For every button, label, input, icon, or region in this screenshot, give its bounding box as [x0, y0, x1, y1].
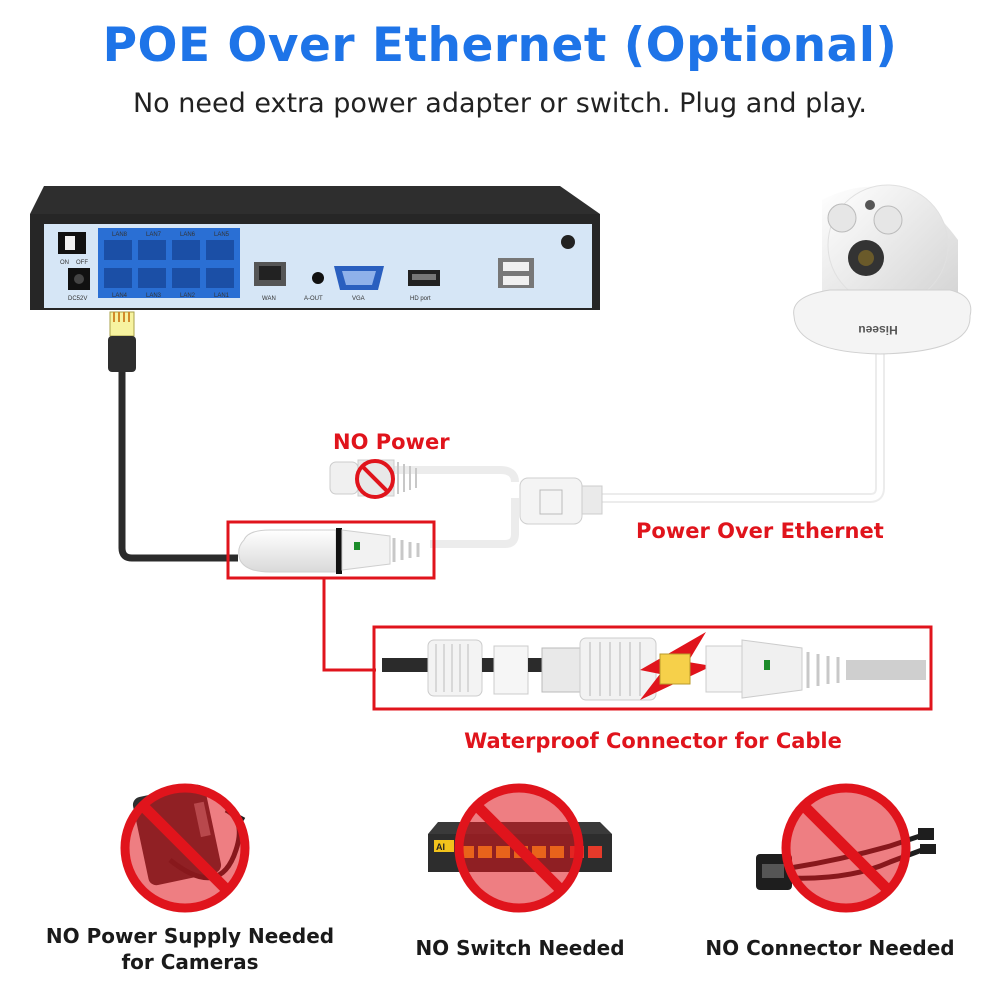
lan1-label: LAN1 — [214, 293, 230, 299]
ground-screw — [561, 235, 575, 249]
audio-out-jack — [312, 272, 324, 284]
camera-brand: Hiseeu — [858, 323, 897, 337]
hdmi-label: HD port — [410, 296, 431, 302]
pigtail-splitter — [519, 477, 603, 525]
dc-label: DC52V — [68, 296, 87, 302]
prohibited-icon — [139, 802, 231, 894]
no-power-label: NO Power — [333, 430, 450, 454]
on-label: ON — [60, 260, 69, 266]
bottom-item-power-supply: NO Power Supply Needed for Cameras — [10, 923, 370, 975]
prohibited-icon — [473, 802, 565, 894]
poe-switch-crossed: AI — [428, 783, 612, 913]
lan3-label: LAN3 — [146, 293, 162, 299]
prohibited-icon — [800, 802, 892, 894]
pigtail-cable — [600, 344, 885, 503]
lan2-label: LAN2 — [180, 293, 196, 299]
ir-led — [827, 203, 857, 233]
dc-power-connector — [329, 459, 417, 497]
bottom-item-switch: NO Switch Needed — [370, 935, 670, 961]
waterproof-highlight-box — [372, 625, 933, 711]
wan-label: WAN — [262, 296, 276, 302]
lan6-label: LAN6 — [180, 232, 196, 238]
lan4-label: LAN4 — [112, 293, 128, 299]
nvr-recorder: ON OFF DC52V LAN8 LAN7 LAN6 LAN5 LAN4 LA… — [30, 186, 600, 310]
lan7-label: LAN7 — [146, 232, 162, 238]
waterproof-label: Waterproof Connector for Cable — [464, 729, 842, 753]
bottom-item-line2: for Cameras — [121, 950, 259, 974]
page-title: POE Over Ethernet (Optional) — [102, 18, 898, 73]
dome-camera: Hiseeu — [793, 184, 972, 355]
lan5-label: LAN5 — [214, 232, 230, 238]
page-subtitle: No need extra power adapter or switch. P… — [132, 88, 868, 119]
bottom-item-line1: NO Switch Needed — [415, 936, 625, 960]
poe-injector-plug — [238, 528, 420, 574]
injector-highlight-box — [226, 520, 436, 580]
power-adapter-crossed — [120, 783, 250, 913]
bottom-item-line1: NO Power Supply Needed — [45, 924, 335, 948]
poe-splitter-crossed — [756, 783, 936, 913]
vga-label: VGA — [352, 296, 365, 302]
lan8-label: LAN8 — [112, 232, 128, 238]
audio-label: A-OUT — [304, 296, 323, 302]
poe-label: Power Over Ethernet — [636, 519, 884, 543]
ethernet-cable — [108, 311, 238, 562]
bottom-item-connector: NO Connector Needed — [680, 935, 980, 961]
waterproof-connector — [382, 632, 926, 701]
bottom-item-line1: NO Connector Needed — [705, 936, 955, 960]
no-power-prohibited-icon — [355, 459, 395, 499]
switch-logo: AI — [436, 842, 445, 852]
off-label: OFF — [76, 260, 88, 266]
